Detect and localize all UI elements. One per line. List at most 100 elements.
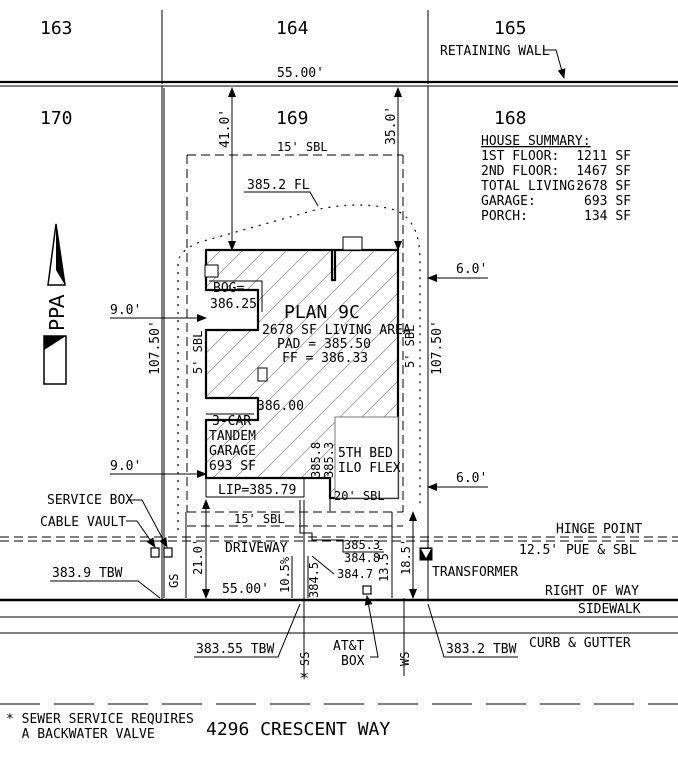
ws-label: WS [398,652,412,666]
ss-label: SS [298,652,312,666]
service-box-symbol [163,547,173,558]
transformer-icon [421,549,431,558]
drive-385-3: 385.3 [344,538,380,552]
sewer-note-1: * SEWER SERVICE REQUIRES [6,712,194,727]
lot-number-165: 165 [494,18,527,39]
setback-boundary [186,154,404,513]
lot-lines [0,10,678,600]
driveway-label: DRIVEWAY [225,541,288,556]
right-of-way-label: RIGHT OF WAY [545,584,639,599]
retaining-wall-leader [543,49,566,79]
hatch-line [206,250,398,498]
tbw-left-leader [50,580,161,599]
fifth-bed-label: 5TH BED [338,446,393,461]
pad-elev: PAD = 385.50 [277,337,371,352]
hatch-line [406,245,666,505]
ppa-logo-text: PPA [45,294,69,331]
ff-elev: FF = 386.33 [282,351,368,366]
summary-value-5: 134 SF [584,209,631,224]
fifth-bed-label-2: ILO FLEX [338,461,401,476]
plan-name: PLAN 9C [284,302,360,323]
hatch-line [251,250,398,498]
hatch-line [229,250,398,498]
hatch-line [273,250,398,498]
tbw-right: 383.2 TBW [446,642,517,657]
elev-385-8: 385.8 [309,442,323,478]
dim-21: 21.0' [191,539,205,575]
front-width-dim: 55.00' [222,582,269,597]
lot-number-164: 164 [276,18,309,39]
house-summary-title: HOUSE SUMMARY: [481,134,591,149]
summary-label-5: PORCH: [481,209,528,224]
dim-13-5: 13.5' [377,546,391,582]
garage-line-4: 693 SF [209,459,256,474]
left-offset-bottom: 9.0' [110,459,141,474]
house-summary: HOUSE SUMMARY: 1ST FLOOR: 1211 SF 2ND FL… [481,134,631,224]
hatch-line [0,245,204,505]
hatch-line [206,250,337,498]
left-offset-top: 9.0' [110,303,141,318]
hatch-line [206,250,398,498]
drive-elev-leader [299,500,384,553]
lot-depth-left: 107.50' [148,320,163,375]
right-offset-bottom: 6.0' [456,471,487,486]
hatch-line [538,245,678,505]
pue-label: 12.5' PUE & SBL [519,543,637,558]
lot-number-170: 170 [40,108,73,129]
hatch-line [428,245,678,505]
street-address: 4296 CRESCENT WAY [206,719,390,740]
flow-line-label: 385.2 FL [247,178,310,193]
hatch-line [516,245,678,505]
garage-line-1: 3-CAR [212,414,251,429]
curb-gutter-label: CURB & GUTTER [529,636,631,651]
summary-label-2: 2ND FLOOR: [481,164,559,179]
service-box-leader [128,499,168,548]
bog-box [209,280,263,312]
garage-line-3: GARAGE [209,444,256,459]
att-leader [364,595,379,658]
living-area: 2678 SF LIVING AREA [262,323,411,338]
dim-18-5: 18.5' [399,539,413,575]
summary-label-4: GARAGE: [481,194,536,209]
cable-vault-label: CABLE VAULT [40,515,126,530]
hatch-line [206,250,293,498]
cable-vault-box [150,547,160,558]
rear-width-dim: 55.00' [277,66,324,81]
rear-setback-left: 41.0' [218,109,233,148]
gs-label: GS [167,574,181,588]
transformer-label: TRANSFORMER [432,565,518,580]
cable-vault-leader [126,520,156,548]
flow-line-leader [244,191,319,207]
hatch-line [206,250,398,498]
rear-sbl-label: 15' SBL [277,140,328,154]
right-offset-top: 6.0' [456,262,487,277]
hatch-line [207,250,398,498]
lip-elev: LIP=385.79 [218,483,296,498]
elev-385-3-vertical: 385.3 [322,442,336,478]
hatch-line [560,245,678,505]
sewer-note-2: A BACKWATER VALVE [6,727,155,742]
hatch-line [494,245,678,505]
side-sbl-left: 5' SBL [191,331,205,374]
summary-value-1: 1211 SF [576,149,631,164]
bog-value: 386.25 [210,297,257,312]
tbw-mid-leader [194,603,301,658]
summary-value-2: 1467 SF [576,164,631,179]
garage-line-2: TANDEM [209,429,256,444]
hatch-line [206,250,271,498]
lot-number-163: 163 [40,18,73,39]
lot-number-169: 169 [276,108,309,129]
drive-384-7-leader [311,555,335,575]
hatch-line [472,245,678,505]
tbw-right-leader [427,603,518,658]
drive-384-7: 384.7 [337,567,373,581]
drive-384-8: 384.8 [344,551,380,565]
tbw-mid: 383.55 TBW [196,642,274,657]
flow-line [177,204,421,530]
summary-label-1: 1ST FLOOR: [481,149,559,164]
hatch-line [361,250,398,498]
side-sbl-right: 5' SBL [403,325,417,368]
dim-10-5: 10.5% [278,556,292,593]
sidewalk-label: SIDEWALK [578,602,641,617]
